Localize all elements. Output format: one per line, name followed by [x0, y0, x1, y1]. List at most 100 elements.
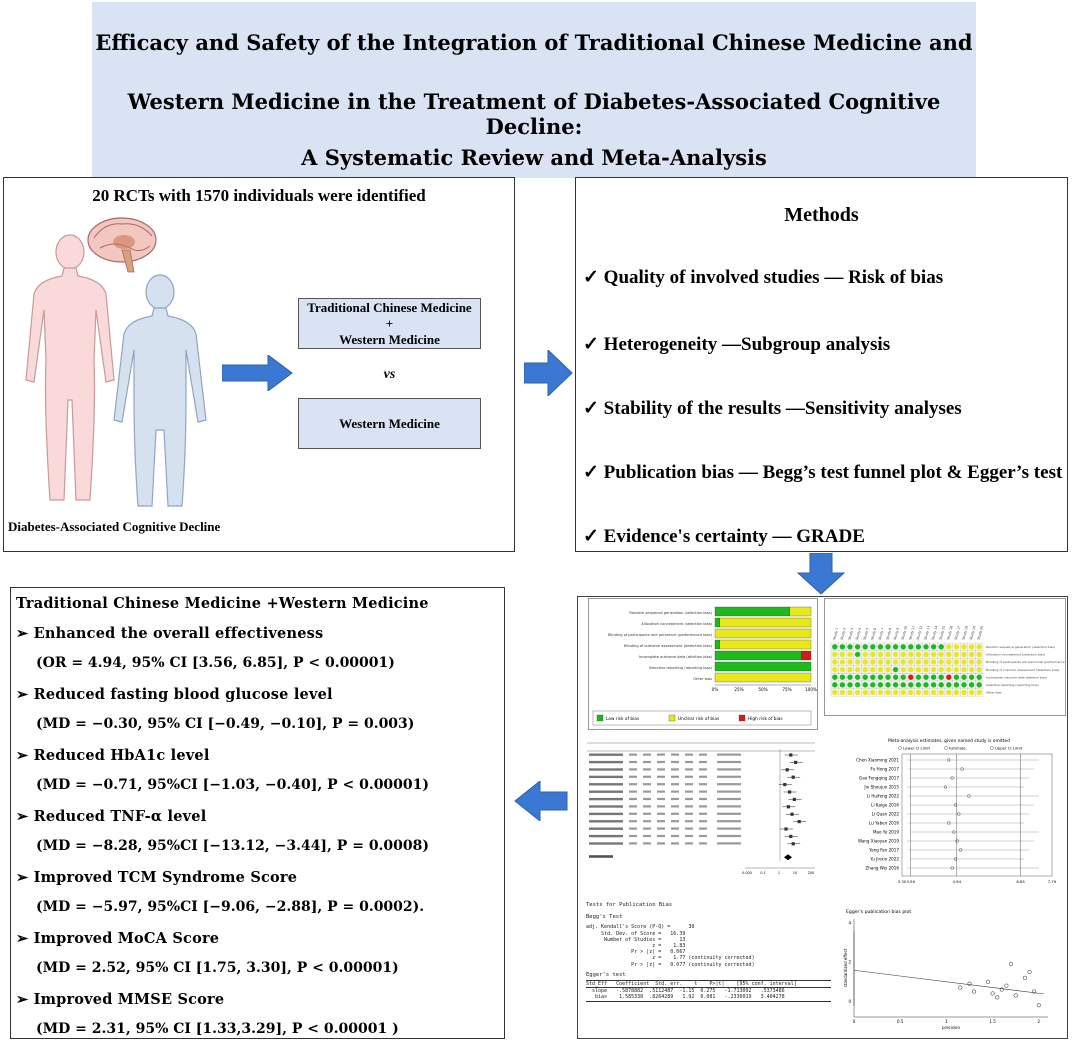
forest-point [788, 790, 792, 794]
robsum-dot [915, 644, 922, 650]
egger-point [958, 985, 963, 990]
robsum-dot [832, 674, 838, 680]
robsum-dot [930, 689, 937, 696]
pubbias-title: Tests for Publication Bias [586, 902, 673, 908]
forest-cell [685, 775, 693, 778]
sensitivity-plot: Meta-analysis estimates, given named stu… [838, 736, 1060, 896]
robsum-col-label: Study 7 [878, 627, 885, 640]
forest-cell [671, 797, 679, 801]
egger-point [999, 987, 1004, 992]
sens-title: Meta-analysis estimates, given named stu… [888, 738, 1010, 744]
male-figure [113, 274, 207, 507]
robsum-dot [832, 659, 838, 665]
robsum-col-label: Study 10 [901, 625, 909, 640]
sens-study-label: Li Huifeng 2022 [867, 794, 900, 799]
forest-cell [629, 797, 637, 801]
begg-results: adj. Kendall's Score (P-Q) = 30 Std. Dev… [586, 924, 755, 968]
robsum-col-label: Study 5 [863, 627, 870, 640]
robsum-dot [961, 689, 967, 696]
robsum-dot [961, 651, 967, 658]
sens-study-label: Yu Jinxin 2022 [869, 857, 899, 862]
forest-cell [699, 753, 707, 756]
forest-cell [685, 820, 693, 823]
sens-legend-label: Upper CI Limit [995, 746, 1023, 751]
forest-study-label [589, 797, 623, 801]
sens-study-label: Fu Hong 2017 [870, 767, 899, 772]
robsum-dot [968, 674, 975, 680]
forest-effect-text [717, 827, 741, 830]
result-effectiveness: ➢ Enhanced the overall effectiveness [16, 625, 324, 642]
robsum-dot [930, 659, 937, 665]
robsum-dot [900, 674, 906, 680]
result-tcm-value: (MD = −5.97, 95%CI [−9.06, −2.88], P = 0… [36, 899, 425, 915]
forest-cell [643, 790, 651, 793]
forest-effect-text [717, 820, 741, 823]
robsum-col-label: Study 1 [832, 627, 839, 640]
sens-point [960, 767, 964, 771]
robsum-dot [832, 682, 838, 688]
forest-cell [643, 760, 651, 764]
robsum-dot [847, 674, 853, 680]
sens-study-label: Yang Fan 2017 [868, 848, 899, 853]
results-panel [10, 587, 505, 1039]
forest-effect-text [717, 775, 741, 778]
forest-cell [629, 790, 637, 793]
robsum-dot [870, 674, 876, 680]
robsum-dot [908, 644, 914, 650]
robsum-row-label: Other bias [986, 691, 1002, 695]
robsum-dot [847, 659, 853, 665]
robsum-dot [832, 666, 838, 673]
forest-cell [699, 842, 707, 845]
sens-point [967, 794, 971, 798]
egger-x-tick: 0.5 [897, 1019, 904, 1024]
forest-cell [685, 768, 693, 771]
robsum-dot [908, 666, 914, 673]
robsum-dot [908, 682, 914, 688]
sens-study-label: Gao Fengqing 2017 [859, 776, 899, 781]
forest-cell [643, 753, 651, 756]
robsum-dot [877, 651, 884, 658]
forest-point [784, 827, 788, 831]
robsum-dot [923, 682, 929, 688]
robsum-dot [908, 659, 914, 665]
egger-results: slope -.5878882 .5112487 -1.15 0.275 -1.… [592, 988, 785, 1001]
forest-study-label [589, 805, 623, 808]
robsum-dot [862, 666, 868, 673]
robsum-dot [976, 682, 982, 688]
robsum-dot [930, 674, 937, 680]
intervention-line-3: Western Medicine [339, 331, 440, 347]
robsum-row-label: Allocation concealment (selection bias) [986, 653, 1045, 657]
method-item-risk-of-bias: ✓ Quality of involved studies — Risk of … [583, 267, 944, 288]
robsum-dot [961, 682, 967, 688]
rob-row-label: Random sequence generation (selection bi… [629, 611, 712, 615]
forest-point [791, 775, 795, 779]
robsum-dot [961, 659, 967, 665]
robsum-col-label: Study 19 [969, 625, 977, 640]
robsum-dot [892, 674, 899, 680]
forest-study-label [589, 783, 623, 786]
arrow-right-icon [222, 355, 293, 391]
robsum-dot [839, 651, 846, 658]
rob-axis-tick: 100% [805, 687, 817, 692]
rob-row-label: Allocation concealment (selection bias) [641, 622, 712, 626]
title-line-3: A Systematic Review and Meta-Analysis [301, 145, 767, 170]
robsum-row-label: Incomplete outcome data (attrition bias) [986, 675, 1047, 679]
forest-effect-text [717, 842, 741, 845]
robsum-dot [885, 644, 891, 650]
rob-bar-unclear [719, 617, 812, 628]
forest-cell [699, 797, 707, 801]
egger-y-tick: 2 [848, 960, 851, 965]
robsum-dot [854, 644, 861, 650]
robsum-dot [953, 682, 960, 688]
robsum-dot [892, 651, 899, 658]
forest-cell [671, 805, 679, 808]
forest-axis-tick: 0.1 [760, 871, 765, 875]
forest-cell [643, 775, 651, 778]
robsum-dot [832, 689, 838, 696]
forest-cell [685, 842, 693, 845]
vs-label: vs [383, 367, 396, 382]
sens-point [947, 821, 951, 825]
robsum-dot [915, 651, 922, 658]
robsum-dot [892, 682, 899, 688]
